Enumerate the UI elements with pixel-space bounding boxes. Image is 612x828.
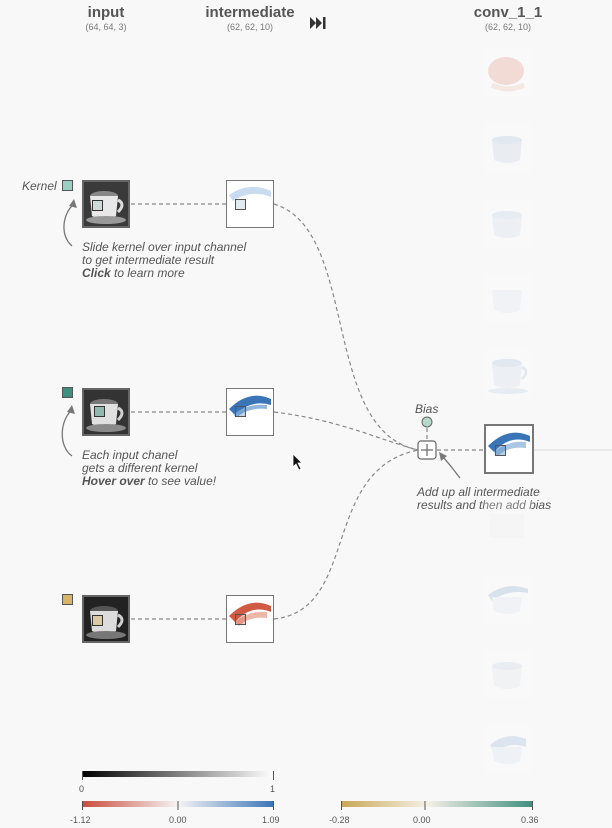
input-column-title: input [87, 4, 125, 21]
output-heatmap [492, 136, 522, 163]
slide-kernel-annotation: Slide kernel over input channel to get i… [82, 241, 282, 280]
plus-icon[interactable] [417, 440, 437, 460]
annotation-line: Hover over to see value! [82, 475, 282, 488]
conv-output-7[interactable] [484, 500, 532, 548]
intermediate-shape-label: (62, 62, 10) [226, 22, 274, 32]
output-pixel-marker [495, 445, 506, 456]
output-heatmap [492, 290, 522, 313]
input-channel-1[interactable] [82, 180, 130, 228]
output-heatmap [490, 736, 526, 764]
intermediate-legend-mid: 0.00 [169, 815, 187, 825]
conv-output-selected[interactable] [484, 424, 534, 474]
output-heatmap [488, 432, 530, 456]
output-heatmap [488, 359, 528, 394]
conv-output-10[interactable] [484, 725, 532, 773]
conv-output-9[interactable] [484, 650, 532, 698]
intermediate-result-1[interactable] [226, 180, 274, 228]
intermediate-legend-max: 1.09 [262, 815, 280, 825]
add-bias-annotation: Add up all intermediate results and then… [417, 486, 607, 512]
conv-shape-label: (62, 62, 10) [484, 22, 532, 32]
annotation-text: to learn more [110, 266, 185, 280]
input-shape-label: (64, 64, 3) [85, 22, 127, 32]
bias-node-icon[interactable] [421, 416, 433, 428]
cup-image-icon [84, 182, 128, 226]
conv-output-4[interactable] [484, 274, 532, 322]
conv-output-2[interactable] [484, 124, 532, 172]
output-legend-max: 0.36 [521, 815, 539, 825]
intermediate-heatmap [229, 395, 271, 417]
kernel-swatch-1[interactable] [62, 180, 73, 191]
hover-hint: Hover over [82, 474, 145, 488]
kernel-label: Kernel [22, 179, 57, 193]
annotation-line: Each input chanel [82, 448, 178, 462]
kernel-window[interactable] [92, 615, 103, 626]
cup-image-icon [84, 597, 128, 641]
conv-output-5[interactable] [484, 349, 532, 397]
input-channel-3[interactable] [82, 595, 130, 643]
intermediate-result-2[interactable] [226, 388, 274, 436]
annotation-line: to get intermediate result [82, 253, 215, 267]
kernel-swatch-2[interactable] [62, 387, 73, 398]
bias-label: Bias [415, 402, 439, 416]
output-heatmap [490, 514, 524, 538]
annotation-line: Slide kernel over input channel [82, 240, 247, 254]
kernel-window[interactable] [92, 200, 103, 211]
each-channel-annotation: Each input chanel gets a different kerne… [82, 449, 282, 488]
intermediate-column-title: intermediate [205, 4, 295, 21]
annotation-text: to see value! [144, 474, 217, 488]
output-pixel-marker [235, 199, 246, 210]
intermediate-result-3[interactable] [226, 595, 274, 643]
output-pixel-marker [235, 406, 246, 417]
conv-column-title: conv_1_1 [473, 4, 543, 21]
output-pixel-marker [235, 614, 246, 625]
input-legend-bar [82, 771, 274, 780]
output-legend-mid: 0.00 [413, 815, 431, 825]
output-heatmap [492, 662, 522, 689]
kernel-swatch-3[interactable] [62, 594, 73, 605]
intermediate-legend-min: -1.12 [70, 815, 91, 825]
cup-image-icon [84, 390, 128, 434]
conv-output-8[interactable] [484, 575, 532, 623]
cursor-icon [292, 453, 303, 471]
annotation-line: results and then add bias [417, 498, 552, 512]
intermediate-heatmap [229, 602, 271, 626]
kernel-window[interactable] [94, 406, 105, 417]
intermediate-heatmap [229, 186, 271, 201]
annotation-line: Add up all intermediate [417, 485, 540, 499]
output-heatmap [492, 211, 522, 238]
intermediate-legend-bar [82, 801, 274, 810]
annotation-line: Click to learn more [82, 267, 282, 280]
annotation-line: gets a different kernel [82, 461, 198, 475]
output-legend-bar [341, 801, 533, 810]
conv-output-1[interactable] [484, 49, 532, 97]
input-legend-min: 0 [79, 784, 85, 794]
click-link[interactable]: Click [82, 266, 111, 280]
fast-forward-icon[interactable] [310, 17, 326, 29]
input-legend-max: 1 [270, 784, 276, 794]
output-legend-min: -0.28 [329, 815, 350, 825]
output-heatmap [488, 57, 526, 92]
input-channel-2[interactable] [82, 388, 130, 436]
conv-output-3[interactable] [484, 199, 532, 247]
output-heatmap [488, 586, 528, 614]
